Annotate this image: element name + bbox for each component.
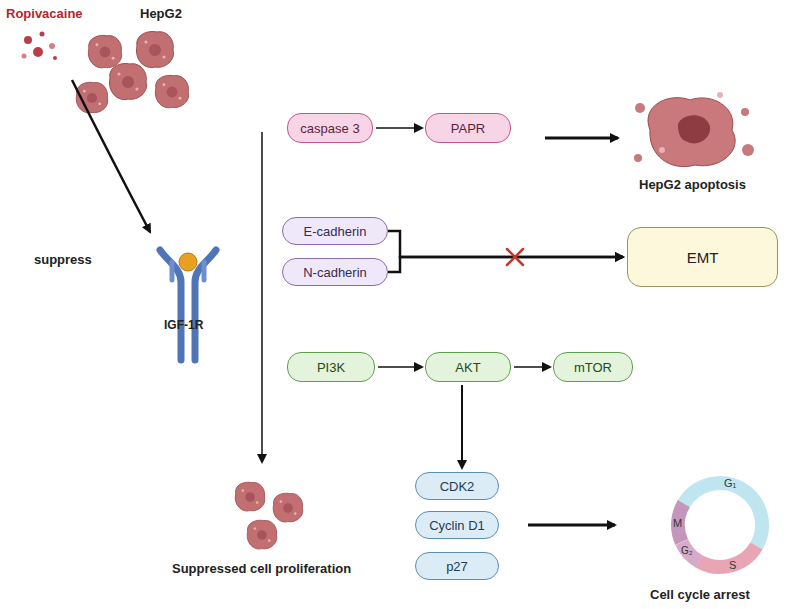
cell-name: HepG2 — [140, 6, 182, 21]
node-text: E-cadherin — [304, 224, 367, 239]
node-text: N-cadherin — [303, 265, 367, 280]
node-text: EMT — [687, 249, 719, 266]
drug-name: Ropivacaine — [6, 6, 83, 21]
node-text: PAPR — [451, 121, 485, 136]
node-text: Cyclin D1 — [429, 518, 485, 533]
cell-cycle-ring — [663, 468, 778, 583]
connector-arrow — [376, 127, 422, 129]
hepg2-cells — [76, 32, 188, 113]
pathway-line — [261, 132, 263, 462]
suppressed-cells — [235, 482, 303, 549]
process-box: E-cadherin — [282, 217, 388, 245]
connector-arrow — [388, 231, 623, 257]
connector-arrow — [514, 366, 550, 368]
process-box: EMT — [627, 227, 778, 287]
outcome-label: HepG2 apoptosis — [639, 177, 746, 192]
phase-label: M — [673, 517, 682, 529]
connector-arrow — [461, 385, 463, 468]
process-box: AKT — [425, 352, 511, 382]
action-label: suppress — [34, 252, 92, 267]
phase-label: S — [729, 559, 736, 571]
node-text: AKT — [455, 360, 480, 375]
apoptotic-cell — [634, 92, 754, 167]
phase-label: G₂ — [681, 545, 693, 556]
receptor-symbol — [160, 250, 216, 360]
process-box: mTOR — [553, 352, 633, 382]
process-box: PI3K — [287, 352, 375, 382]
curved-arrow — [72, 80, 150, 232]
outcome-label: Suppressed cell proliferation — [172, 561, 351, 576]
process-box: CDK2 — [415, 472, 499, 500]
node-text: CDK2 — [440, 479, 475, 494]
node-text: caspase 3 — [300, 121, 359, 136]
process-box: PAPR — [425, 113, 511, 143]
connector-arrow — [378, 366, 422, 368]
process-box: p27 — [415, 552, 499, 580]
process-box: caspase 3 — [287, 113, 373, 143]
node-text: p27 — [446, 559, 468, 574]
ligand-ball — [179, 253, 197, 271]
blocked-mark — [507, 249, 523, 265]
outcome-arrow — [545, 137, 618, 140]
receptor-name: IGF-1R — [164, 318, 203, 332]
node-text: PI3K — [317, 360, 345, 375]
outcome-arrow — [528, 524, 615, 527]
outcome-label: Cell cycle arrest — [650, 587, 750, 602]
node-text: mTOR — [574, 360, 612, 375]
connector-arrow — [388, 257, 623, 272]
phase-label: G₁ — [724, 477, 736, 489]
drug-drops — [22, 32, 58, 61]
process-box: N-cadherin — [282, 258, 388, 286]
process-box: Cyclin D1 — [415, 511, 499, 539]
